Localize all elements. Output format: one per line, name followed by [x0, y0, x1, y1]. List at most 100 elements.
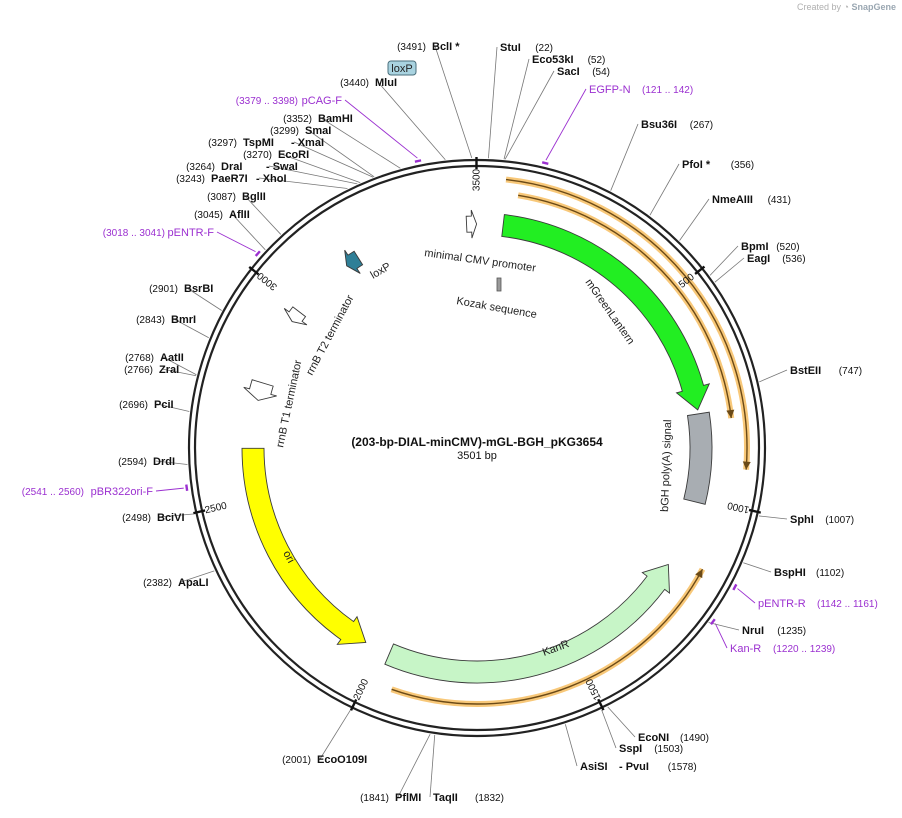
- site-pos-stui: (22): [535, 43, 553, 54]
- primer-leader-kan-r: [714, 623, 728, 649]
- site-leader-bsu36i: [610, 123, 639, 191]
- site-pos-zrai: (2766): [124, 365, 153, 376]
- tick-label-2000: 2000: [352, 677, 372, 702]
- site-pos-pflmi: (1841): [360, 793, 389, 804]
- site-leader-pflmi: [397, 734, 431, 798]
- site-pos-saci: (54): [592, 67, 610, 78]
- site-label-bsu36i: Bsu36I: [641, 119, 677, 131]
- feature-minimal-cmv-promoter: [465, 209, 478, 239]
- site-leader-sspi: [601, 709, 617, 749]
- site-label-pflmi: PflMI: [395, 792, 421, 804]
- site-pos-ecoo109i: (2001): [282, 755, 311, 766]
- site-leader-stui: [488, 46, 498, 159]
- primer-mark-egfp-n: [541, 161, 549, 165]
- site-leader-bmri: [173, 318, 209, 339]
- site-label-bglii: BglII: [242, 191, 266, 203]
- tick-1000: [748, 508, 762, 514]
- site-label-taqii: TaqII: [433, 792, 458, 804]
- primer-pos-pbr322ori-f: (2541 .. 2560): [22, 487, 84, 498]
- feature-ori: [241, 447, 367, 645]
- loxp-tag-box: [387, 60, 417, 76]
- site-label-pcii: PciI: [154, 399, 174, 411]
- site-label-apali: ApaLI: [178, 577, 209, 589]
- site-pos-pcii: (2696): [119, 400, 148, 411]
- site-pos-bsphi: (1102): [816, 568, 844, 579]
- label-minimal-cmv-promoter: minimal CMV promoter: [424, 247, 537, 275]
- site-leader-smai: [307, 129, 375, 178]
- site-pos-drdi: (2594): [118, 457, 147, 468]
- site-leader-aatii: [162, 356, 197, 376]
- primer-pos-pentr-r: (1142 .. 1161): [817, 599, 878, 610]
- site-leader-bsrbi: [186, 287, 222, 311]
- feature-arrows: [241, 209, 713, 684]
- site-pos-sphi: (1007): [825, 515, 854, 526]
- site-label-bmri: BmrI: [171, 314, 196, 326]
- orf-line-0: [518, 194, 732, 419]
- tick-1500: [597, 698, 605, 711]
- orf-arrowhead-2: [695, 569, 703, 579]
- feature-rrnb-t1-terminator: [243, 379, 277, 401]
- site-leader-bamhi: [320, 117, 401, 169]
- primer-pos-egfp-n: (121 .. 142): [642, 85, 693, 96]
- feature-kanr: [384, 563, 670, 684]
- site-pos-tspmi: (3297): [208, 138, 237, 149]
- site-leader-zrai: [161, 368, 197, 377]
- primer-label-pbr322ori-f: pBR322ori-F: [91, 486, 154, 498]
- site-label-econi: EcoNI: [638, 732, 669, 744]
- label-ori: ori: [280, 549, 296, 565]
- snapgene-logo-icon: ◔: [843, 2, 849, 12]
- primer-label-egfp-n: EGFP-N: [589, 84, 631, 96]
- site-label-nmeaiii: NmeAIII: [712, 194, 753, 206]
- orf-arcs: [390, 176, 751, 707]
- feature-bgh-poly-a-signal: [683, 411, 713, 505]
- site-leader-swai: [268, 165, 358, 185]
- feature-mgreenlantern: [501, 214, 711, 411]
- primer-leader-egfp-n: [545, 88, 587, 161]
- primer-mark-pbr322ori-f: [185, 484, 189, 491]
- site-leader-eco53ki: [503, 58, 530, 160]
- credit-brand: SnapGene: [851, 2, 896, 12]
- site-label-ecori: EcoRI: [278, 149, 309, 161]
- site-pos-bsteii: (747): [839, 366, 862, 377]
- feature-rrnb-t2-terminator: [283, 306, 308, 326]
- site-leader-mlui: [377, 81, 446, 160]
- site-label-pfoi: PfoI *: [682, 159, 711, 171]
- site-label-bsrbi: BsrBI: [184, 283, 213, 295]
- snapgene-credit: Created by ◔ SnapGene: [797, 2, 896, 12]
- orf-line-1: [505, 178, 748, 470]
- site-label-pvui: - PvuI: [619, 761, 649, 773]
- site-pos-aflii: (3045): [194, 210, 223, 221]
- label-kozak-sequence: Kozak sequence: [455, 295, 537, 321]
- site-leader-aflii: [231, 213, 266, 251]
- site-label-bsteii: BstEII: [790, 365, 821, 377]
- tick-2500: [193, 509, 206, 515]
- primer-leader-pcag-f: [344, 99, 418, 159]
- site-leader-xmai: [293, 141, 374, 178]
- site-leader-nmeaiii: [679, 198, 710, 241]
- site-pos-bsrbi: (2901): [149, 284, 178, 295]
- site-leader-eagi: [714, 257, 745, 283]
- feature-loxp: [344, 249, 364, 274]
- site-leader-asisi: [564, 724, 578, 767]
- site-leader-apali: [180, 570, 215, 583]
- site-leader-bcli: [434, 45, 473, 159]
- tick-3000: [248, 265, 260, 276]
- tick-500: [694, 265, 706, 275]
- tick-label-2500: 2500: [204, 501, 229, 517]
- primer-mark-pentr-r: [732, 583, 738, 591]
- site-label-xmai: - XmaI: [291, 137, 324, 149]
- site-pos-eco53ki: (52): [588, 55, 606, 66]
- site-leader-saci: [504, 70, 555, 160]
- site-label-stui: StuI: [500, 42, 521, 54]
- site-pos-mlui: (3440): [340, 78, 369, 89]
- site-label-tspmi: TspMI: [243, 137, 274, 149]
- orf-arrowhead-0: [726, 409, 735, 419]
- site-label-asisi: AsiSI: [580, 761, 608, 773]
- site-label-bcivi: BciVI: [157, 512, 185, 524]
- site-leader-taqii: [429, 734, 436, 798]
- site-pos-bcivi: (2498): [122, 513, 151, 524]
- site-label-drdi: DrdI: [153, 456, 175, 468]
- site-pos-paer7i: (3243): [176, 174, 205, 185]
- site-leader-xhoi: [258, 177, 348, 189]
